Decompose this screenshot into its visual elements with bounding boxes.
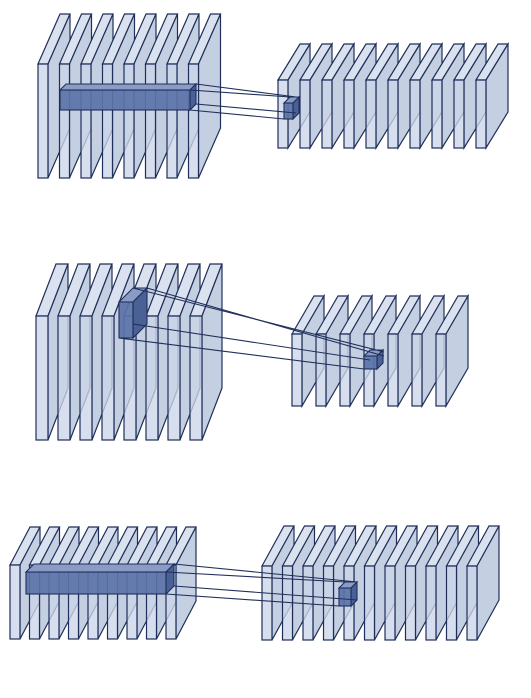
output-slice bbox=[363, 565, 376, 641]
output-slice bbox=[445, 565, 458, 641]
connection-line bbox=[189, 109, 285, 120]
connection-line bbox=[173, 585, 358, 601]
input-slice bbox=[144, 63, 157, 179]
output-slice bbox=[411, 333, 423, 407]
input-slice bbox=[145, 315, 159, 441]
output-slice bbox=[261, 565, 273, 641]
kernel-front bbox=[25, 571, 167, 595]
input-slice bbox=[101, 315, 115, 441]
kernel-top bbox=[24, 563, 176, 573]
output-slice bbox=[322, 565, 335, 641]
output-slice bbox=[453, 79, 465, 149]
input-slice bbox=[123, 63, 135, 179]
output-slice bbox=[343, 79, 355, 149]
kernel-front bbox=[59, 89, 191, 111]
input-slice bbox=[80, 63, 92, 179]
output-slice bbox=[315, 333, 327, 407]
output-slice bbox=[387, 333, 399, 407]
output-slice bbox=[466, 565, 478, 641]
input-slice bbox=[101, 63, 114, 179]
output-slice bbox=[291, 333, 303, 407]
kernel-front bbox=[118, 301, 134, 339]
output-cell-front bbox=[338, 587, 352, 607]
connection-line bbox=[165, 571, 346, 583]
input-slice bbox=[167, 315, 181, 441]
input-slice bbox=[57, 315, 71, 441]
output-slice bbox=[321, 79, 333, 149]
input-slice bbox=[35, 315, 49, 441]
output-slice bbox=[387, 79, 399, 149]
output-slice bbox=[435, 333, 447, 407]
output-slice bbox=[365, 79, 377, 149]
output-slice bbox=[299, 79, 311, 149]
output-cell-front bbox=[363, 355, 378, 370]
input-slice bbox=[166, 63, 178, 179]
connection-line bbox=[165, 593, 340, 607]
output-slice bbox=[384, 565, 396, 641]
output-slice bbox=[409, 79, 421, 149]
connection-line bbox=[118, 337, 365, 370]
input-slice bbox=[37, 63, 49, 179]
output-slice bbox=[475, 79, 487, 149]
output-cell-front bbox=[283, 102, 294, 120]
kernel-top bbox=[58, 83, 198, 91]
connection-line bbox=[132, 323, 371, 361]
output-slice bbox=[363, 333, 375, 407]
output-slice bbox=[339, 333, 351, 407]
connection-line bbox=[189, 89, 291, 98]
output-slice bbox=[404, 565, 417, 641]
panel-2 bbox=[35, 263, 470, 441]
connection-line bbox=[195, 83, 297, 98]
connection-line bbox=[173, 563, 358, 583]
input-slice bbox=[187, 63, 200, 179]
input-slice bbox=[9, 564, 21, 640]
input-slice bbox=[58, 63, 71, 179]
output-slice bbox=[431, 79, 443, 149]
panel-3 bbox=[9, 525, 501, 641]
input-slice bbox=[79, 315, 93, 441]
panel-1 bbox=[37, 13, 510, 179]
output-slice bbox=[425, 565, 437, 641]
connection-line bbox=[195, 103, 297, 114]
connection-line bbox=[146, 287, 385, 357]
